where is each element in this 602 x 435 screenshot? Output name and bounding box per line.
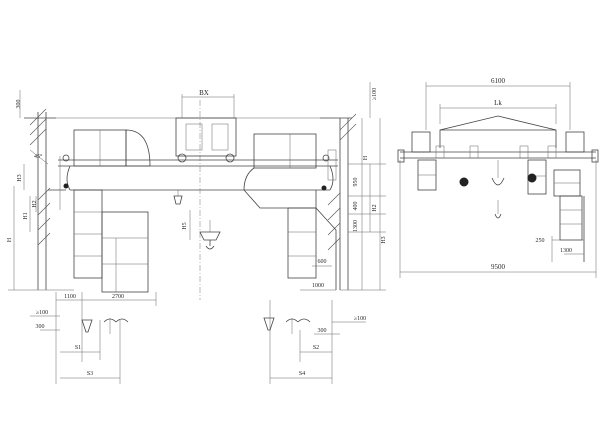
left-wall [24,108,66,290]
right-end-carriage [243,133,337,290]
bottom-left-dims [30,292,157,384]
dim-250: 250 [536,238,545,244]
hook-symbols-right [263,317,311,334]
end-top-dims [425,82,571,130]
bottom-right-dims [269,300,366,384]
dim-950: 950 [353,178,359,187]
h3-label: H3 [381,236,387,243]
h5-label: H5 [182,222,188,229]
auxiliary-hook [199,220,221,250]
dim-400: 400 [353,202,359,211]
dim-300-bottom-right: 300 [318,328,327,334]
dim-300-bottom-left: 300 [36,324,45,330]
dim-1100: 1100 [64,294,76,300]
end-wheel-groups [417,159,581,197]
end-right-column [551,195,585,262]
dim-100-top: ≥100 [372,88,378,100]
side-view: BX [7,82,387,384]
dim-100-left: ≥100 [36,310,48,316]
right-vertical-dims [340,82,386,291]
dim-2700: 2700 [112,294,124,300]
h-left-label: H [7,237,13,242]
end-bottom-dims [399,160,597,278]
h2-left-label: H2 [32,200,38,207]
right-base-dims [300,265,336,291]
left-end-carriage [62,129,151,293]
dim-1300-end: 1300 [560,248,572,254]
dim-100-right: ≥100 [354,316,366,322]
angle-45: 45° [34,153,43,160]
end-trolley-frame [397,115,599,163]
trolley [175,94,237,163]
dim-1300: 1300 [353,220,359,232]
dim-9500: 9500 [491,263,506,271]
s3-label: S3 [87,371,93,377]
dim-6100: 6100 [491,77,506,85]
dim-300-left: 300 [16,100,22,109]
h2-right-label: H2 [372,204,378,211]
end-hooks [491,160,505,219]
lk-label: Lk [494,99,502,107]
hook-symbols-left [81,318,129,334]
bx-label: BX [199,89,209,97]
end-view: 6100 Lk [397,77,599,278]
h1-left-label: H1 [23,212,29,219]
left-vertical-dims [8,90,74,291]
s2-label: S2 [313,345,319,351]
s4-label: S4 [299,371,305,377]
main-hook [173,190,183,205]
right-column [320,113,357,290]
h3-left-label: H3 [17,174,23,181]
dim-600: 600 [318,259,327,265]
s1-label: S1 [75,345,81,351]
h-right-label: H [363,155,369,160]
dim-1000: 1000 [312,283,324,289]
